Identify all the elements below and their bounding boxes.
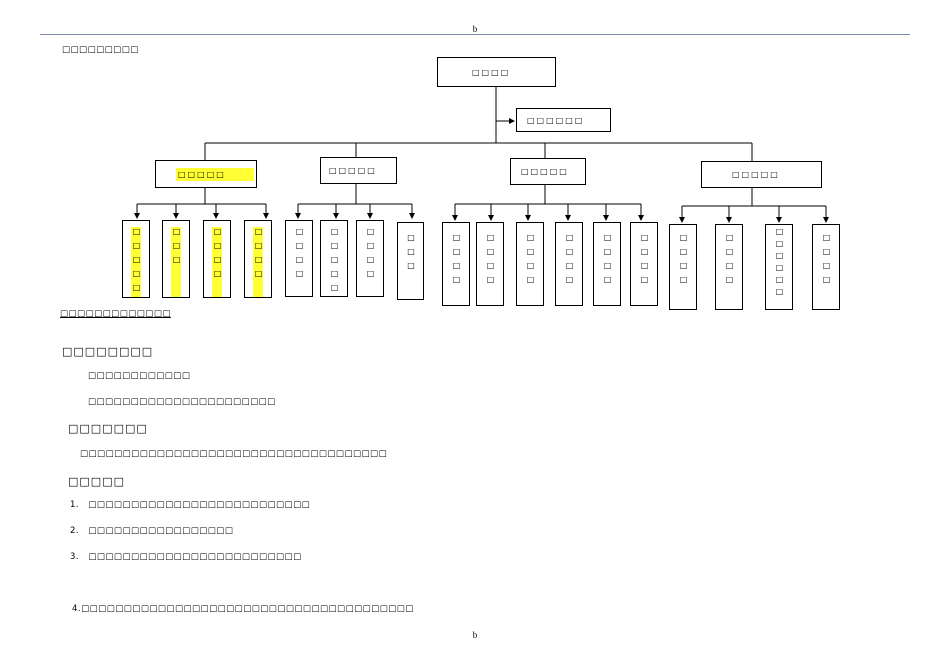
unit-label-2-2: □□□□□ <box>330 227 339 297</box>
section-heading-1: □□□□□□□□□□□□□ <box>60 309 171 319</box>
org-assistant-box: □□□□□□ <box>516 108 611 132</box>
section-heading-3: □□□□□□□ <box>68 422 148 435</box>
page-header: b <box>472 24 478 34</box>
unit-label-3-2: □□□□ <box>486 233 495 289</box>
unit-label-2-1: □□□□ <box>295 227 304 283</box>
page-footer: b <box>472 630 478 640</box>
unit-label-3-1: □□□□ <box>452 233 461 289</box>
unit-label-1-2: □□□ <box>171 227 181 297</box>
unit-label-2-4: □□□ <box>406 233 416 275</box>
unit-label-4-2: □□□□ <box>725 233 734 289</box>
dept-label-3: □□□□□ <box>521 167 569 176</box>
unit-box-2-1: □□□□ <box>285 220 313 297</box>
org-root-box: □□□□ <box>437 57 556 87</box>
section-2-line-1: □□□□□□□□□□□□ <box>88 371 191 381</box>
unit-box-3-1: □□□□ <box>442 222 470 306</box>
unit-label-4-1: □□□□ <box>679 233 688 289</box>
unit-box-3-4: □□□□ <box>555 222 583 306</box>
unit-label-2-3: □□□□ <box>366 227 375 283</box>
unit-box-4-2: □□□□ <box>715 224 743 310</box>
dept-box-4: □□□□□ <box>701 161 822 188</box>
unit-label-4-4: □□□□ <box>822 233 831 289</box>
unit-box-1-1: □□□□□ <box>122 220 150 298</box>
section-2-line-2: □□□□□□□□□□□□□□□□□□□□□□ <box>88 397 276 407</box>
dept-box-3: □□□□□ <box>510 158 586 185</box>
unit-label-1-4: □□□□ <box>253 227 263 297</box>
unit-label-1-3: □□□□ <box>212 227 222 297</box>
list-item-3: 3. □□□□□□□□□□□□□□□□□□□□□□□□□ <box>70 552 302 562</box>
unit-label-1-1: □□□□□ <box>131 227 141 297</box>
unit-label-3-4: □□□□ <box>565 233 574 289</box>
unit-label-3-5: □□□□ <box>603 233 612 289</box>
dept-label-2: □□□□□ <box>329 166 377 175</box>
unit-label-3-3: □□□□ <box>526 233 535 289</box>
list-text: □□□□□□□□□□□□□□□□□□□□□□□□□□ <box>88 500 311 510</box>
unit-box-4-3: □□□□□□ <box>765 224 793 310</box>
section-heading-4: □□□□□ <box>68 475 125 488</box>
dept-box-2: □□□□□ <box>320 157 397 184</box>
list-text: □□□□□□□□□□□□□□□□□□□□□□□□□ <box>88 552 302 562</box>
unit-box-3-6: □□□□ <box>630 222 658 306</box>
list-text: □□□□□□□□□□□□□□□□□ <box>88 526 234 536</box>
unit-box-2-2: □□□□□ <box>320 220 348 297</box>
section-5-line: 4.□□□□□□□□□□□□□□□□□□□□□□□□□□□□□□□□□□□□□□… <box>72 604 414 614</box>
list-number: 1. <box>70 500 80 510</box>
org-chart-title: □□□□□□□□□ <box>62 45 139 55</box>
dept-label-4: □□□□□ <box>732 170 780 179</box>
unit-box-1-3: □□□□ <box>203 220 231 298</box>
list-number: 2. <box>70 526 80 536</box>
unit-box-3-2: □□□□ <box>476 222 504 306</box>
unit-label-3-6: □□□□ <box>640 233 649 289</box>
org-assistant-label: □□□□□□ <box>527 115 585 125</box>
header-rule <box>40 34 910 35</box>
unit-box-3-3: □□□□ <box>516 222 544 306</box>
section-3-line-1: □□□□□□□□□□□□□□□□□□□□□□□□□□□□□□□□□□□□ <box>80 449 388 459</box>
unit-box-2-3: □□□□ <box>356 220 384 297</box>
dept-label-1: □□□□□ <box>176 167 254 181</box>
list-item-2: 2. □□□□□□□□□□□□□□□□□ <box>70 526 233 536</box>
section-heading-2: □□□□□□□□ <box>62 345 154 358</box>
unit-box-3-5: □□□□ <box>593 222 621 306</box>
list-item-1: 1. □□□□□□□□□□□□□□□□□□□□□□□□□□ <box>70 500 310 510</box>
unit-box-1-4: □□□□ <box>244 220 272 298</box>
unit-box-4-4: □□□□ <box>812 224 840 310</box>
unit-box-1-2: □□□ <box>162 220 190 298</box>
dept-box-1: □□□□□ <box>155 160 257 188</box>
list-number: 3. <box>70 552 80 562</box>
unit-box-2-4: □□□ <box>397 222 424 300</box>
org-root-label: □□□□ <box>472 67 511 77</box>
unit-box-4-1: □□□□ <box>669 224 697 310</box>
unit-label-4-3: □□□□□□ <box>775 227 784 299</box>
